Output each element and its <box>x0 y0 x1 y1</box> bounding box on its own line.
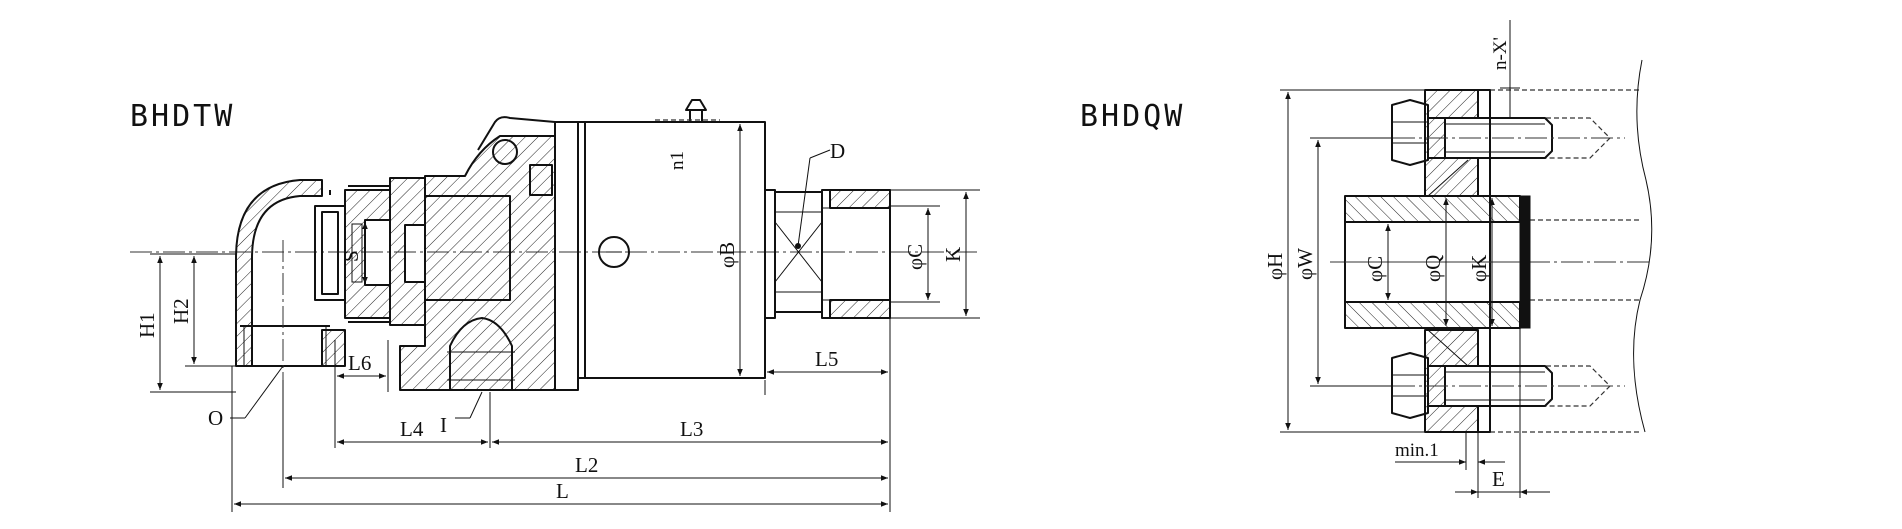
bhdtw-title: BHDTW <box>130 99 235 134</box>
bhdtw-view: BHDTW <box>130 99 980 512</box>
rotating-body: n1 <box>555 99 766 391</box>
label-phiW: φW <box>1293 248 1317 280</box>
bhdqw-title: BHDQW <box>1080 99 1185 134</box>
label-phiQ: φQ <box>1421 255 1445 282</box>
label-L4: L4 <box>400 417 424 441</box>
mating-body <box>1489 59 1653 433</box>
label-D: D <box>830 139 845 163</box>
label-O: O <box>208 406 223 430</box>
label-phiH: φH <box>1263 253 1287 280</box>
stub-pipe <box>1344 195 1531 329</box>
grease-nipple <box>685 99 707 122</box>
center-port <box>598 236 630 268</box>
bolt-bottom <box>1360 352 1625 419</box>
label-E: E <box>1492 467 1505 491</box>
housing <box>399 116 556 391</box>
label-min1: min.1 <box>1395 440 1439 461</box>
bhdtw-dimensions: φB φC K D S H1 H2 <box>135 124 980 512</box>
label-L: L <box>556 479 569 503</box>
label-nX: n-X' <box>1490 37 1511 70</box>
label-L5: L5 <box>815 347 838 371</box>
label-phiK: φK <box>1467 255 1491 282</box>
bolt-top <box>1360 99 1625 166</box>
label-L3: L3 <box>680 417 703 441</box>
label-n1: n1 <box>667 151 688 170</box>
bhdqw-dimensions: φH φW φC φQ φK n-X' min. <box>1263 20 1550 498</box>
label-K: K <box>941 247 965 262</box>
label-H2: H2 <box>169 298 193 324</box>
pivot-hole <box>492 139 518 165</box>
label-S: S <box>339 250 363 262</box>
label-H1: H1 <box>135 312 159 338</box>
bhdqw-view: BHDQW <box>1080 20 1653 498</box>
label-phiC: φC <box>903 244 927 270</box>
label-phiB: φB <box>715 242 739 268</box>
label-I: I <box>440 413 447 437</box>
outlet-fitting <box>765 189 891 319</box>
elbow-fitting <box>235 179 346 380</box>
label-L6: L6 <box>348 351 371 375</box>
label-phiC-r: φC <box>1363 256 1387 282</box>
label-L2: L2 <box>575 453 598 477</box>
